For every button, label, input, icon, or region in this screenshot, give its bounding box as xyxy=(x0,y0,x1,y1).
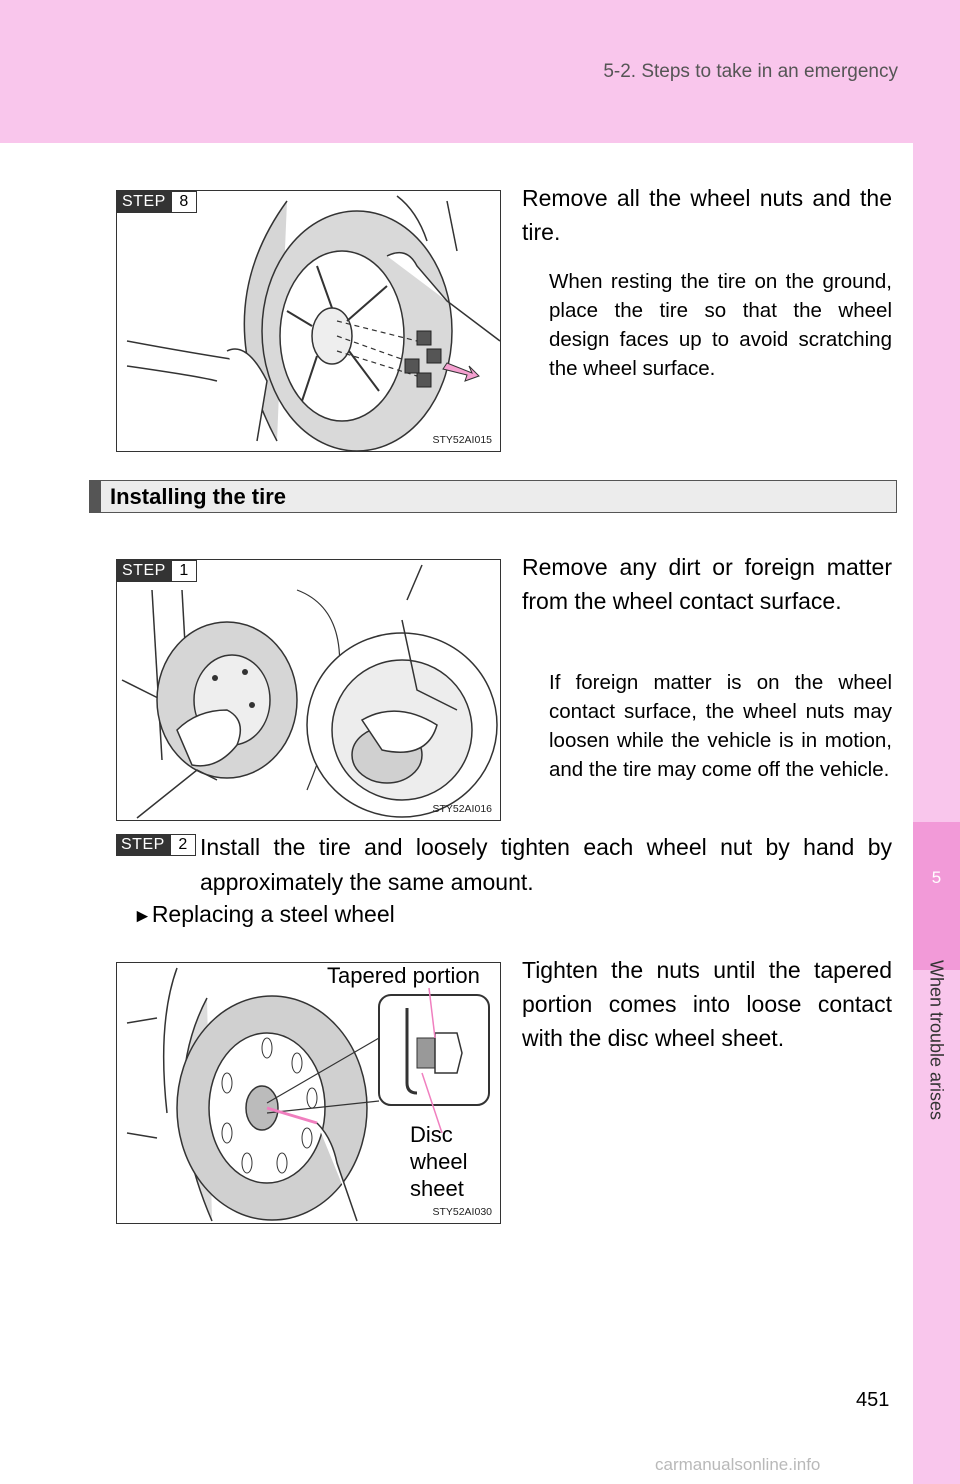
section-heading: Installing the tire xyxy=(110,484,287,509)
section-heading-bar xyxy=(89,480,897,513)
steel-wheel-illustration xyxy=(126,967,490,1222)
callout-disc-line1: Disc xyxy=(410,1122,453,1147)
header-section-title: 5-2. Steps to take in an emergency xyxy=(603,61,898,82)
step8-figure: STEP 8 STY52AI015 xyxy=(116,190,501,452)
callout-disc-line2: wheel xyxy=(410,1149,468,1174)
page-number: 451 xyxy=(856,1389,890,1411)
steel-wheel-detail: Tighten the nuts until the tapered porti… xyxy=(522,957,892,1051)
step1-note: If foreign matter is on the wheel contac… xyxy=(549,671,892,781)
step-number: 1 xyxy=(170,560,197,582)
figure-code: STY52AI016 xyxy=(432,803,492,815)
step-number: 2 xyxy=(169,834,196,856)
step-label: STEP xyxy=(117,191,171,213)
sub-heading: ►Replacing a steel wheel xyxy=(133,901,395,928)
callout-tapered-portion: Tapered portion xyxy=(327,963,480,988)
step2-badge: STEP 2 xyxy=(116,834,196,856)
step-label: STEP xyxy=(117,560,171,582)
wheel-cleaning-illustration xyxy=(121,564,498,819)
step-label: STEP xyxy=(116,834,170,856)
step-number: 8 xyxy=(170,191,197,213)
chapter-number: 5 xyxy=(931,868,942,887)
step1-instruction: Remove any dirt or foreign matter from t… xyxy=(522,554,892,614)
step1-figure: STEP 1 STY52AI016 xyxy=(116,559,501,821)
sub-heading-text: Replacing a steel wheel xyxy=(151,901,395,927)
step2-instruction: Install the tire and loosely tighten eac… xyxy=(200,834,892,895)
callout-disc-wheel-sheet: Disc wheel sheet xyxy=(410,1121,467,1202)
chapter-title: When trouble arises xyxy=(926,959,947,1121)
triangle-bullet-icon: ► xyxy=(133,906,152,927)
chapter-tab[interactable] xyxy=(913,822,960,970)
step8-instruction: Remove all the wheel nuts and the tire. xyxy=(522,185,892,245)
step8-note: When resting the tire on the ground, pla… xyxy=(549,270,892,380)
step1-badge: STEP 1 xyxy=(117,560,197,582)
header-band xyxy=(0,0,960,143)
wheel-removal-illustration xyxy=(126,195,500,451)
figure-code: STY52AI030 xyxy=(432,1206,492,1218)
callout-disc-line3: sheet xyxy=(410,1176,464,1201)
figure-code: STY52AI015 xyxy=(432,434,492,446)
step8-badge: STEP 8 xyxy=(117,191,197,213)
side-tab xyxy=(913,143,960,1484)
watermark: carmanualsonline.info xyxy=(655,1455,821,1474)
step2-row: STEP 2 Install the tire and loosely tigh… xyxy=(116,830,892,900)
steel-wheel-figure: STY52AI030 xyxy=(116,962,501,1224)
